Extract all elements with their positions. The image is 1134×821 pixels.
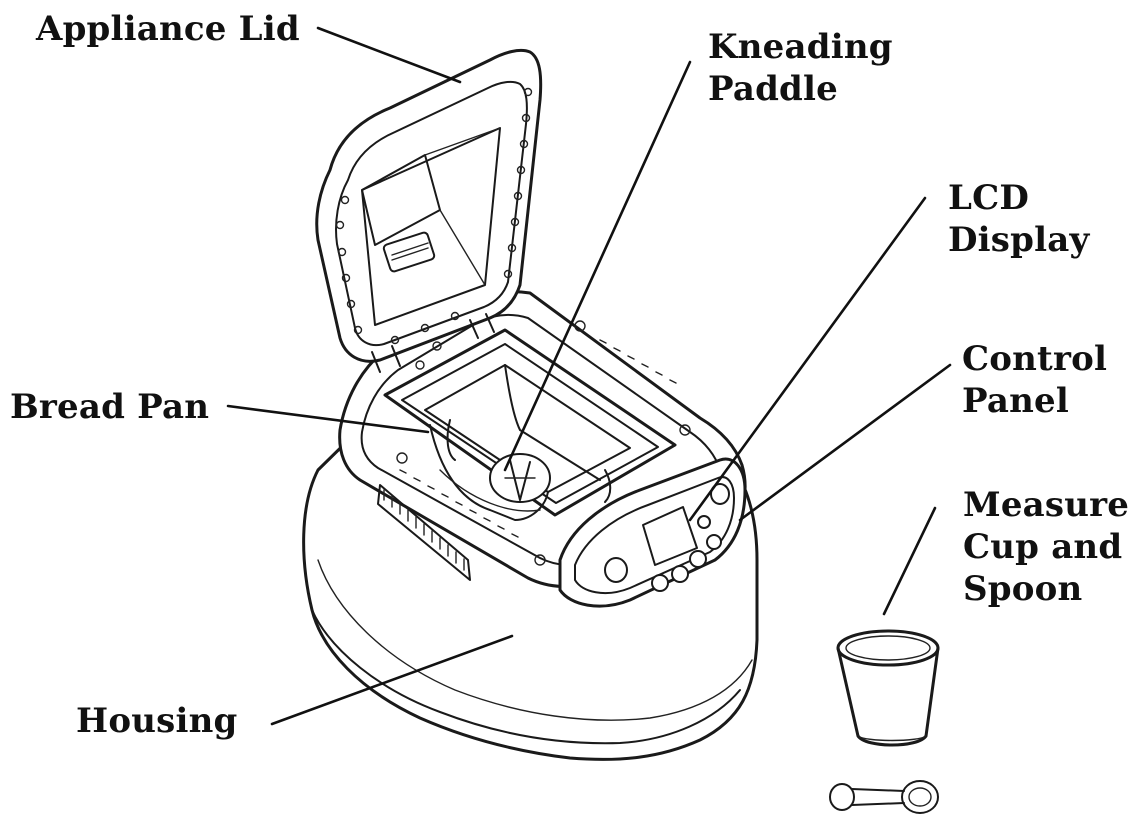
label-kneading-paddle: Kneading Paddle: [708, 26, 893, 110]
label-control-panel-line1: Control: [962, 339, 1108, 379]
control-panel-illustration: [558, 457, 747, 608]
label-appliance-lid: Appliance Lid: [36, 9, 300, 49]
leader-appliance-lid: [316, 26, 462, 84]
label-bread-pan: Bread Pan: [10, 387, 210, 427]
label-measure-line1: Measure: [963, 485, 1130, 525]
measure-cup-illustration: [836, 629, 940, 747]
bread-pan-illustration: [383, 328, 677, 521]
appliance-lid-illustration: [315, 48, 543, 373]
leader-housing: [270, 634, 514, 726]
label-kneading-paddle-line2: Paddle: [708, 69, 838, 109]
lcd-screen: [642, 506, 698, 566]
label-housing: Housing: [76, 701, 238, 741]
vent-grille: [377, 484, 471, 581]
label-lcd-display-line2: Display: [948, 220, 1090, 260]
label-kneading-paddle-line1: Kneading: [708, 27, 893, 67]
leader-measure-cup: [882, 506, 937, 616]
rim-dots: [396, 320, 691, 566]
label-lcd-display-line1: LCD: [948, 178, 1030, 218]
leader-control-panel: [738, 363, 952, 522]
measure-spoon-illustration: [829, 780, 939, 814]
label-measure-cup-spoon: Measure Cup and Spoon: [963, 484, 1129, 610]
leader-bread-pan: [226, 404, 430, 434]
label-measure-line3: Spoon: [963, 569, 1083, 609]
label-control-panel: Control Panel: [962, 338, 1107, 422]
leader-lines: [226, 26, 952, 726]
label-lcd-display: LCD Display: [948, 177, 1089, 261]
label-control-panel-line2: Panel: [962, 381, 1069, 421]
leader-lcd-display: [688, 196, 927, 522]
lid-dots: [335, 87, 533, 345]
leader-kneading-paddle: [503, 60, 692, 472]
label-measure-line2: Cup and: [963, 527, 1123, 567]
kneading-paddle-shape: [489, 453, 551, 503]
lid-latch: [382, 231, 436, 273]
panel-buttons: [604, 483, 730, 592]
